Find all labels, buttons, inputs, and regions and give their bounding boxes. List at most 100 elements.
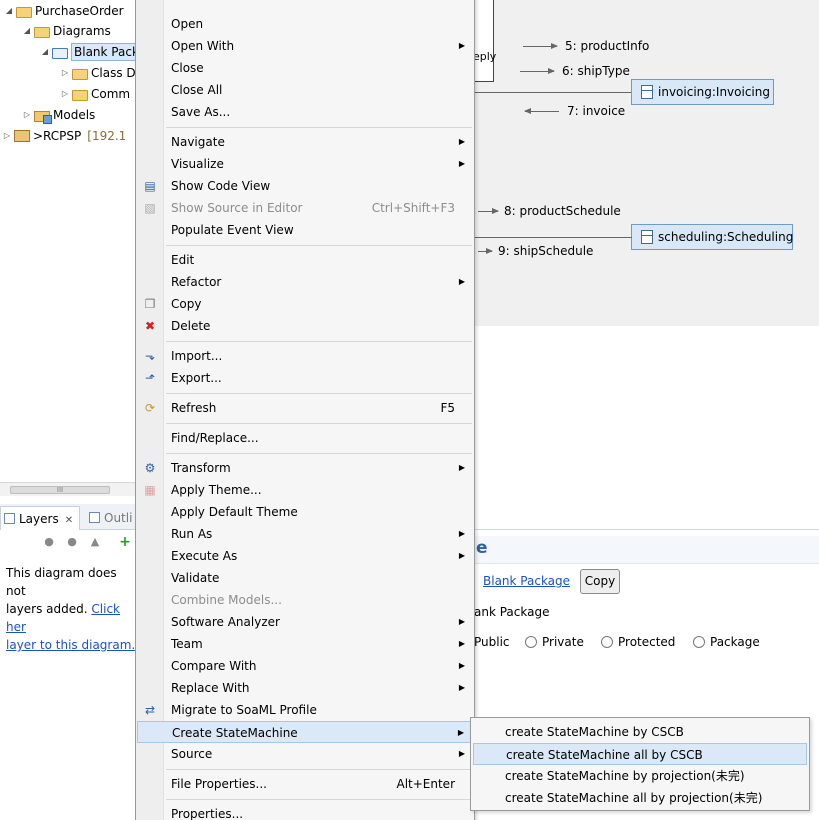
tab-outline[interactable]: Outli <box>86 506 140 530</box>
radio-icon <box>525 636 537 648</box>
menu-separator <box>166 453 472 454</box>
menu-item-source[interactable]: Source▶ <box>137 743 473 765</box>
menu-item-replace-with[interactable]: Replace With▶ <box>137 677 473 699</box>
menu-item-file-properties[interactable]: File Properties...Alt+Enter <box>137 773 473 795</box>
menu-item-delete[interactable]: ✖Delete <box>137 315 473 337</box>
close-icon[interactable]: ✕ <box>64 515 74 526</box>
add-layer-link[interactable]: layer to this diagram. <box>6 638 136 652</box>
tree-horizontal-scrollbar[interactable]: III <box>0 482 140 496</box>
menu-item-label: Team <box>171 637 203 651</box>
menu-item-properties[interactable]: Properties... <box>137 803 473 820</box>
menu-item-migrate-soaml[interactable]: ⇄Migrate to SoaML Profile <box>137 699 473 721</box>
radio-public[interactable]: Public <box>474 635 510 649</box>
layer-props-icon[interactable]: ▲ <box>90 535 100 548</box>
lifeline-scheduling[interactable]: scheduling:Scheduling <box>631 224 793 250</box>
menu-item-open-with[interactable]: Open With▶ <box>137 35 473 57</box>
message-7[interactable]: 7: invoice <box>524 104 625 118</box>
arrow-left-icon <box>524 107 559 114</box>
radio-package[interactable]: Package <box>693 635 760 649</box>
menu-item-execute-as[interactable]: Execute As▶ <box>137 545 473 567</box>
menu-item-combine-models[interactable]: Combine Models... <box>137 589 473 611</box>
scrollbar-thumb[interactable]: III <box>10 486 110 494</box>
blank-package-link[interactable]: Blank Package <box>483 574 571 588</box>
copy-button[interactable]: Copy <box>580 569 620 594</box>
menu-item-navigate[interactable]: Navigate▶ <box>137 131 473 153</box>
layers-empty-message: This diagram does not layers added. Clic… <box>6 564 140 654</box>
submenu-arrow-icon: ▶ <box>458 277 465 286</box>
layer-remove-icon[interactable]: ● <box>67 535 77 548</box>
expand-arrow-icon[interactable]: ▷ <box>61 68 69 77</box>
lifeline-label: invoicing:Invoicing <box>658 85 770 99</box>
expand-arrow-icon[interactable]: ▷ <box>3 131 11 140</box>
menu-item-close[interactable]: Close <box>137 57 473 79</box>
menu-item-software-analyzer[interactable]: Software Analyzer▶ <box>137 611 473 633</box>
name-field-value[interactable]: ank Package <box>474 605 550 619</box>
menu-item-create-statemachine[interactable]: Create StateMachine▶ <box>137 721 473 743</box>
submenu-arrow-icon: ▶ <box>458 463 465 472</box>
tree-item-rcpsp[interactable]: ▷ >RCPSP [192.1 <box>2 126 126 146</box>
menu-item-show-code-view[interactable]: ▤Show Code View <box>137 175 473 197</box>
menu-item-save-as[interactable]: Save As... <box>137 101 473 123</box>
click-here-link[interactable]: Click her <box>6 602 120 634</box>
collapse-arrow-icon[interactable]: ◢ <box>5 6 13 15</box>
menu-item-import[interactable]: ⬎Import... <box>137 345 473 367</box>
tree-item-models[interactable]: ▷ Models <box>22 105 95 125</box>
properties-tabbar <box>474 504 819 530</box>
expand-arrow-icon[interactable]: ▷ <box>23 110 31 119</box>
tree-item-blank-package[interactable]: ◢ Blank Pack <box>40 42 140 62</box>
menu-item-label: Close <box>171 61 204 75</box>
menu-item-apply-default-theme[interactable]: Apply Default Theme <box>137 501 473 523</box>
submenu-item-by-projection[interactable]: create StateMachine by projection(未完) <box>473 765 807 787</box>
radio-private[interactable]: Private <box>525 635 584 649</box>
tab-layers[interactable]: Layers✕ <box>0 506 80 530</box>
message-label: 5: productInfo <box>565 39 650 53</box>
message-9[interactable]: 9: shipSchedule <box>478 244 593 258</box>
menu-item-label: Delete <box>171 319 211 333</box>
menu-item-label: Import... <box>171 349 223 363</box>
message-label: 6: shipType <box>562 64 630 78</box>
lifeline-invoicing[interactable]: invoicing:Invoicing <box>631 79 774 105</box>
menu-item-compare-with[interactable]: Compare With▶ <box>137 655 473 677</box>
expand-arrow-icon[interactable]: ▷ <box>61 89 69 98</box>
menu-item-run-as[interactable]: Run As▶ <box>137 523 473 545</box>
menu-item-refactor[interactable]: Refactor▶ <box>137 271 473 293</box>
tree-item-label-selected: Blank Pack <box>71 43 140 61</box>
menu-item-copy[interactable]: ❐Copy <box>137 293 473 315</box>
collapse-arrow-icon[interactable]: ◢ <box>23 26 31 35</box>
message-8[interactable]: 8: productSchedule <box>478 204 621 218</box>
properties-title-bar: e <box>474 536 819 564</box>
menu-item-team[interactable]: Team▶ <box>137 633 473 655</box>
menu-icon-gutter <box>136 0 164 820</box>
message-5[interactable]: 5: productInfo <box>523 39 649 53</box>
submenu-item-all-by-cscb[interactable]: create StateMachine all by CSCB <box>473 743 807 765</box>
menu-item-close-all[interactable]: Close All <box>137 79 473 101</box>
layer-add-icon[interactable]: ● <box>44 535 54 548</box>
transform-icon: ⚙ <box>144 461 156 475</box>
radio-protected[interactable]: Protected <box>601 635 675 649</box>
message-6[interactable]: 6: shipType <box>520 64 630 78</box>
menu-item-find-replace[interactable]: Find/Replace... <box>137 427 473 449</box>
menu-item-visualize[interactable]: Visualize▶ <box>137 153 473 175</box>
menu-item-populate-event-view[interactable]: Populate Event View <box>137 219 473 241</box>
menu-item-validate[interactable]: Validate <box>137 567 473 589</box>
tree-item-diagrams[interactable]: ◢ Diagrams <box>22 21 111 41</box>
project-explorer-tree: ◢ PurchaseOrder ◢ Diagrams ◢ Blank Pack … <box>0 0 140 482</box>
submenu-item-all-by-projection[interactable]: create StateMachine all by projection(未完… <box>473 787 807 809</box>
submenu-item-by-cscb[interactable]: create StateMachine by CSCB <box>473 721 807 743</box>
menu-item-apply-theme[interactable]: ▦Apply Theme... <box>137 479 473 501</box>
submenu-item-label: create StateMachine by CSCB <box>505 725 684 739</box>
add-layer-icon[interactable]: + <box>119 534 131 550</box>
menu-item-transform[interactable]: ⚙Transform▶ <box>137 457 473 479</box>
menu-item-export[interactable]: ⬏Export... <box>137 367 473 389</box>
tree-item-purchaseorder[interactable]: ◢ PurchaseOrder <box>4 1 124 21</box>
menu-item-edit[interactable]: Edit <box>137 249 473 271</box>
combined-fragment[interactable] <box>474 0 494 82</box>
menu-item-open[interactable]: Open <box>137 13 473 35</box>
sequence-diagram-canvas[interactable]: eply 5: productInfo 6: shipType invoicin… <box>474 0 819 326</box>
arrow-right-icon <box>523 42 558 49</box>
tree-item-class-diagram[interactable]: ▷ Class D <box>60 63 136 83</box>
collapse-arrow-icon[interactable]: ◢ <box>41 47 49 56</box>
tree-item-communication[interactable]: ▷ Comm <box>60 84 130 104</box>
